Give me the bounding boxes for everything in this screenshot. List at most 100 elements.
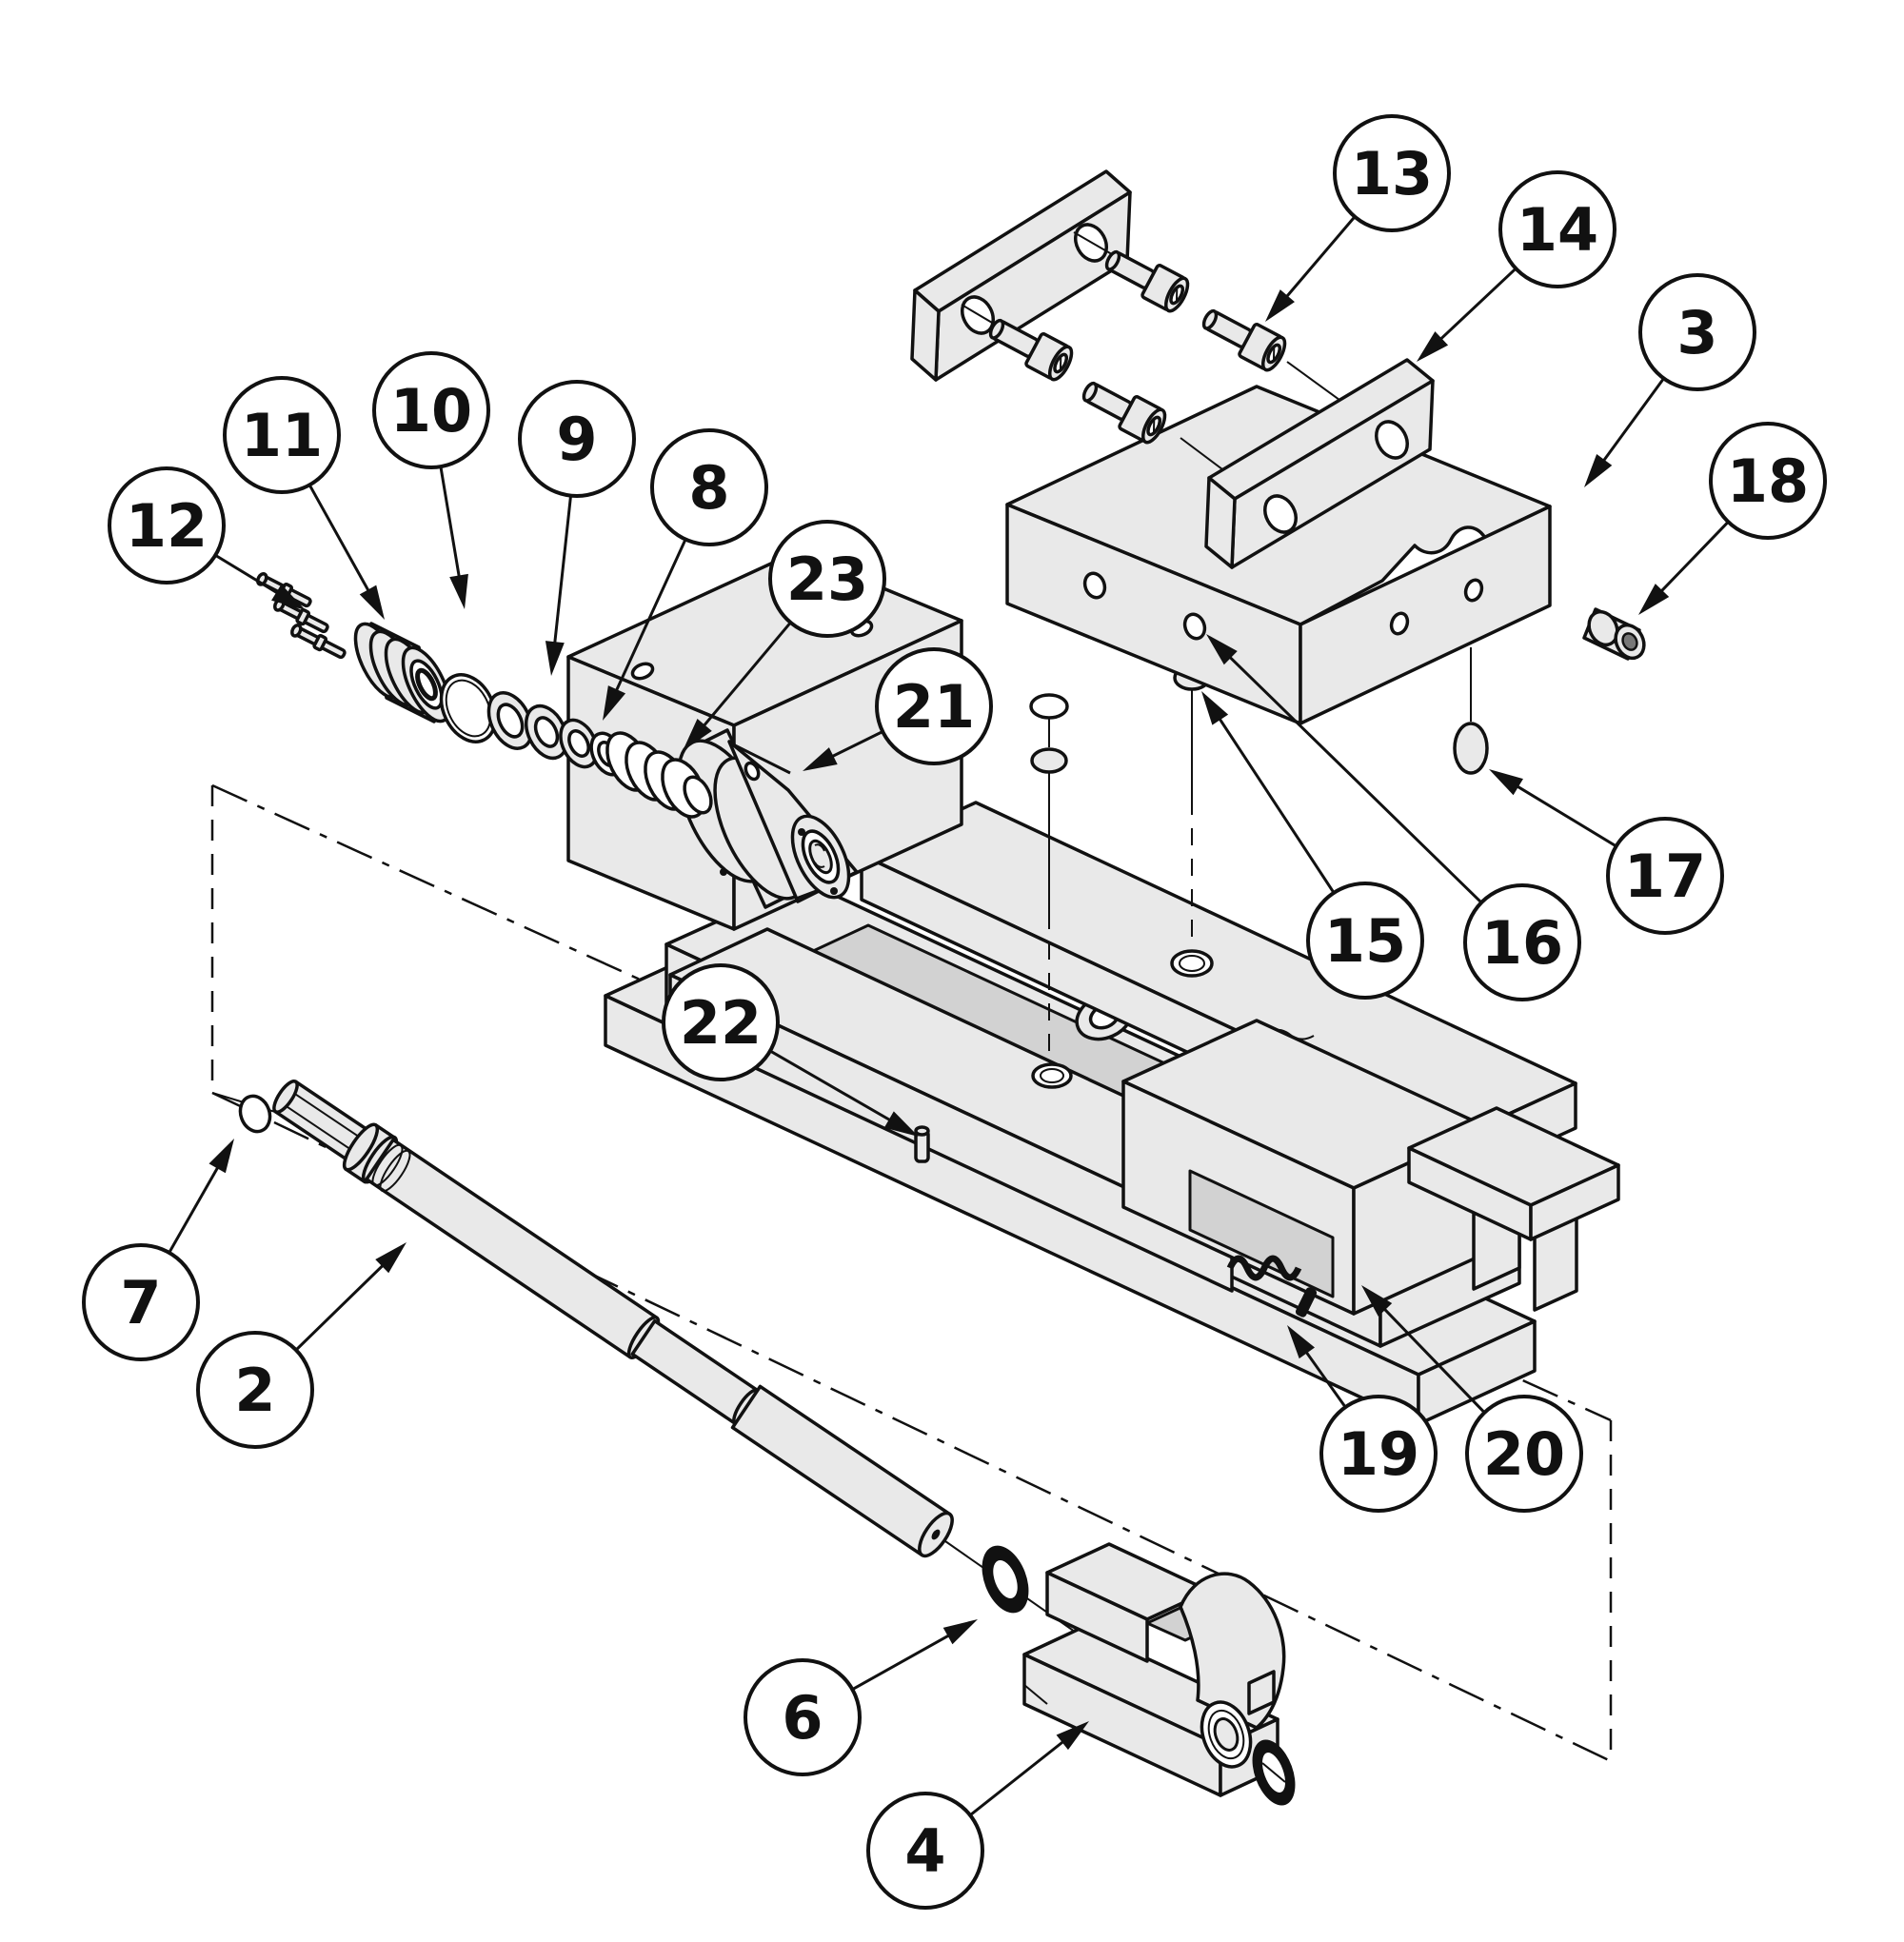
leader-arrowhead-17	[1489, 769, 1523, 796]
balloon-number-6: 6	[782, 1683, 823, 1753]
balloon-number-10: 10	[390, 376, 472, 446]
vise-body	[566, 550, 1620, 1426]
balloon-circle-7[interactable]	[82, 1243, 200, 1361]
balloon-13[interactable]: 13	[1265, 114, 1451, 322]
balloon-10[interactable]: 10	[372, 351, 490, 609]
carrier-recess	[1188, 1169, 1335, 1298]
dowel-pin	[914, 1125, 930, 1163]
balloon-16[interactable]: 16	[1206, 634, 1581, 1001]
balloon-6[interactable]: 6	[744, 1619, 978, 1776]
detent-pin	[1295, 1287, 1318, 1318]
bushing-bore	[808, 839, 833, 875]
washer-stack	[486, 691, 625, 777]
balloon-8[interactable]: 8	[603, 428, 768, 721]
body-hole-front-inner	[1040, 1068, 1064, 1083]
leader-arrowhead-9	[545, 641, 565, 676]
balloon-circle-23[interactable]	[768, 520, 886, 638]
balloon-circle-8[interactable]	[650, 428, 768, 546]
cap-screw-3	[1081, 381, 1167, 445]
balloon-9[interactable]: 9	[518, 380, 636, 676]
balloon-circle-17[interactable]	[1606, 817, 1724, 935]
balloon-17[interactable]: 17	[1489, 769, 1724, 935]
leader-line-20	[1377, 1301, 1486, 1414]
leader-arrowhead-13	[1265, 289, 1295, 322]
balloon-circle-14[interactable]	[1498, 170, 1616, 288]
balloon-circle-16[interactable]	[1463, 883, 1581, 1001]
cap-screws	[988, 249, 1287, 445]
balloon-3[interactable]: 3	[1584, 273, 1756, 487]
balloon-circle-11[interactable]	[223, 376, 341, 494]
leader-line-13	[1279, 215, 1357, 305]
balloon-14[interactable]: 14	[1417, 170, 1616, 362]
balloon-circle-22[interactable]	[662, 963, 780, 1081]
body-hole-front	[1031, 1062, 1073, 1089]
leader-arrowhead-6	[942, 1619, 978, 1645]
clamp-pins	[256, 571, 347, 660]
leader-arrowhead-8	[603, 685, 626, 721]
leader-arrowhead-21	[803, 747, 838, 771]
balloon-2[interactable]: 2	[196, 1242, 407, 1449]
balloon-20[interactable]: 20	[1361, 1285, 1583, 1513]
balloon-4[interactable]: 4	[866, 1721, 1089, 1910]
leader-line-6	[851, 1630, 958, 1692]
balloon-23[interactable]: 23	[683, 520, 886, 751]
balloon-circle-15[interactable]	[1306, 882, 1424, 1000]
oring-large	[439, 673, 498, 743]
balloon-circle-12[interactable]	[108, 466, 226, 585]
balloon-15[interactable]: 15	[1201, 691, 1424, 1000]
balloon-circle-4[interactable]	[866, 1792, 984, 1910]
balloon-11[interactable]: 11	[223, 376, 385, 620]
leader-arrowhead-3	[1584, 454, 1613, 487]
base-right-face	[1417, 1319, 1537, 1426]
leader-arrowhead-14	[1417, 331, 1449, 362]
balloon-number-22: 22	[680, 988, 762, 1058]
steel-ball	[1453, 722, 1489, 775]
leader-line-16	[1222, 650, 1483, 904]
balloon-circle-2[interactable]	[196, 1331, 314, 1449]
leader-line-2	[294, 1258, 390, 1352]
balloon-18[interactable]: 18	[1638, 422, 1827, 615]
balloon-number-21: 21	[893, 672, 975, 742]
balloon-circle-10[interactable]	[372, 351, 490, 469]
balloon-circle-20[interactable]	[1465, 1395, 1583, 1513]
balloon-circle-19[interactable]	[1319, 1395, 1438, 1513]
leader-line-4	[969, 1734, 1071, 1816]
balloon-21[interactable]: 21	[803, 647, 993, 771]
balloon-19[interactable]: 19	[1287, 1325, 1438, 1513]
balloon-12[interactable]: 12	[108, 466, 306, 610]
flanged-bushing	[677, 728, 859, 909]
balloon-number-16: 16	[1481, 908, 1563, 978]
balloon-number-12: 12	[126, 491, 208, 561]
leader-arrowhead-16	[1206, 634, 1238, 665]
balloon-number-3: 3	[1676, 298, 1717, 367]
jaw-block-right-face	[1299, 505, 1552, 725]
balloon-number-8: 8	[688, 453, 729, 523]
leader-arrowhead-10	[449, 573, 468, 609]
spring	[605, 731, 713, 819]
balloon-circle-13[interactable]	[1333, 114, 1451, 232]
leader-arrowhead-15	[1201, 691, 1229, 725]
leader-arrowhead-7	[208, 1139, 234, 1174]
balloon-circle-3[interactable]	[1638, 273, 1756, 391]
balloon-7[interactable]: 7	[82, 1139, 234, 1361]
leader-line-7	[168, 1159, 224, 1254]
leader-arrowhead-20	[1361, 1285, 1393, 1317]
leader-arrowhead-11	[359, 585, 385, 620]
balloon-circle-21[interactable]	[875, 647, 993, 765]
balloon-number-13: 13	[1351, 139, 1433, 208]
balloon-number-19: 19	[1338, 1419, 1419, 1489]
balloon-circle-6[interactable]	[744, 1658, 862, 1776]
leader-line-10	[439, 466, 463, 585]
leader-line-15	[1214, 710, 1336, 894]
balloon-circle-18[interactable]	[1709, 422, 1827, 540]
balloon-circle-9[interactable]	[518, 380, 636, 498]
leader-line-21	[823, 730, 883, 762]
stack-plate-end	[1529, 1163, 1620, 1241]
balloon-number-4: 4	[904, 1816, 945, 1886]
leader-arrowhead-22	[883, 1111, 919, 1137]
balloon-22[interactable]: 22	[662, 963, 919, 1137]
leader-arrowhead-18	[1638, 584, 1670, 615]
fixed-jaw-top-hole	[630, 662, 655, 681]
balloon-number-11: 11	[241, 401, 323, 470]
